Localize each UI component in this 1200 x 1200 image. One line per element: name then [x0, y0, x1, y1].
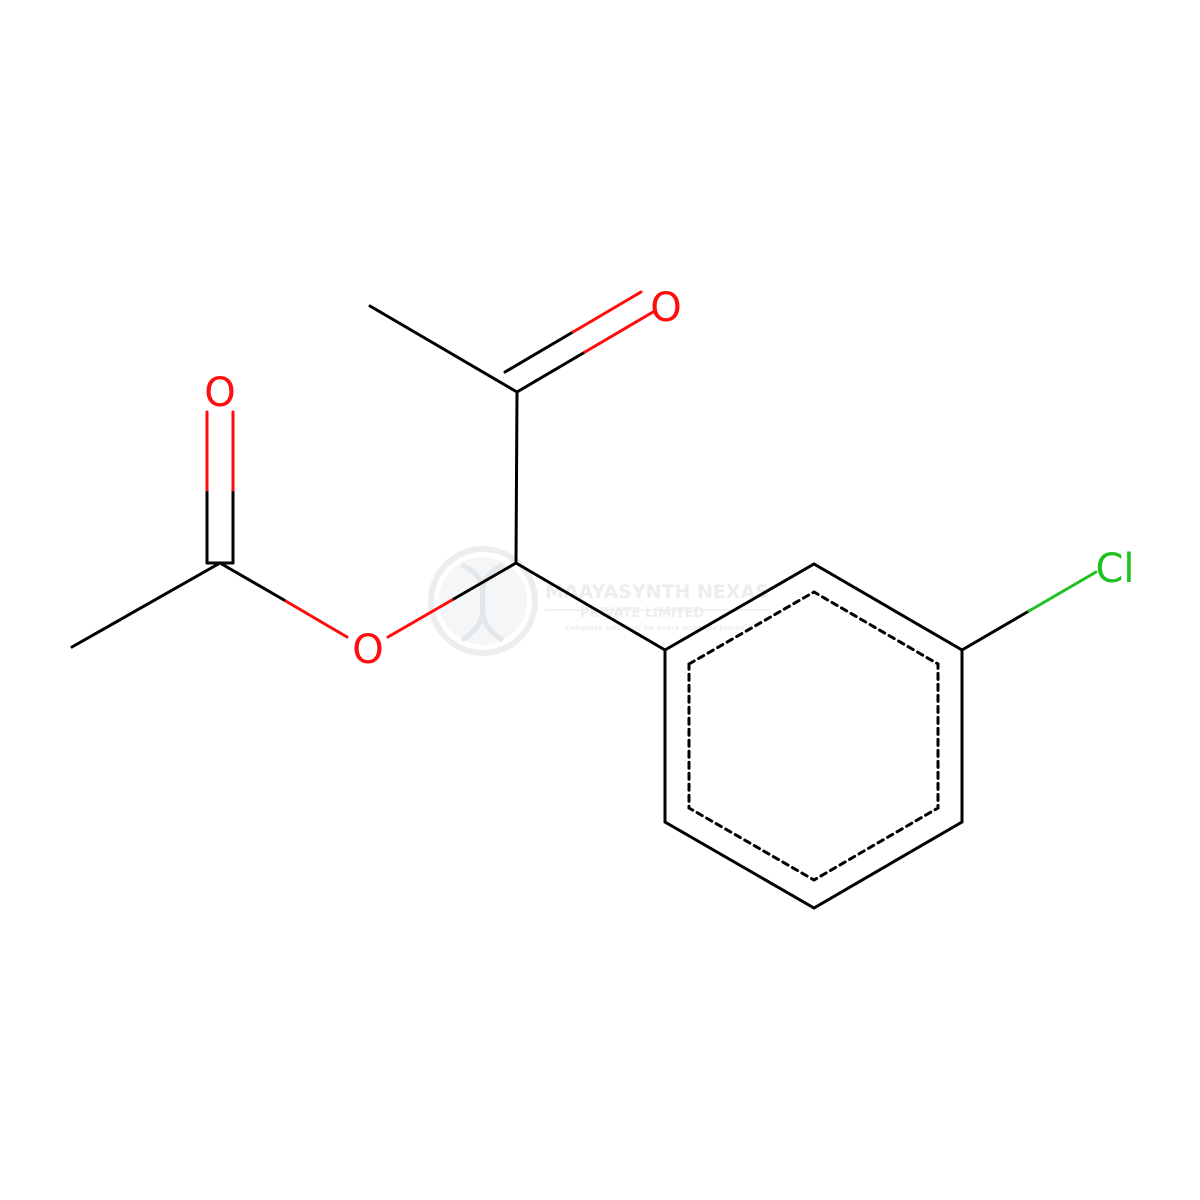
bond-oxygen-acyl-red — [282, 598, 349, 639]
bond-oxygen-acyl — [218, 561, 286, 602]
bond-ketone-co-b-red — [571, 290, 643, 334]
watermark-subtitle: PRIVATE LIMITED — [580, 606, 705, 621]
atom-label-carbonyl-oxygen: O — [204, 370, 235, 416]
watermark-logo-ring — [428, 546, 538, 656]
bond-chiral-oxygen — [450, 561, 518, 602]
bond-ketone-chiral — [514, 390, 519, 565]
bond-ring-chlorine-green — [1027, 570, 1098, 613]
bond-chiral-oxygen-red — [386, 598, 454, 639]
benzene-ring — [663, 562, 964, 910]
atom-label-chlorine: Cl — [1095, 546, 1134, 592]
bonds — [70, 290, 1098, 910]
bond-ring-chlorine — [960, 609, 1031, 652]
bond-ketone-co-a-red — [583, 310, 655, 354]
watermark-tagline: Complete solutions for every molecule jo… — [565, 624, 750, 632]
atom-label-ketone-oxygen: O — [650, 285, 681, 331]
bond-ketone-co-b — [503, 330, 575, 374]
watermark: MAAYASYNTH NEXAS PRIVATE LIMITED Complet… — [428, 546, 770, 656]
bond-chiral-ring — [514, 561, 667, 652]
dna-icon — [460, 562, 505, 643]
atom-label-ester-oxygen: O — [352, 627, 383, 673]
bond-acyl-methyl — [70, 561, 222, 649]
benzene-aromatic-dashes — [687, 590, 940, 882]
bond-methyl-ketone — [368, 304, 519, 394]
watermark-name: MAAYASYNTH NEXAS — [545, 581, 769, 603]
bond-ketone-co-a — [515, 350, 587, 394]
atom-labels: O O O Cl — [204, 285, 1134, 673]
watermark-logo-disc — [439, 557, 527, 645]
